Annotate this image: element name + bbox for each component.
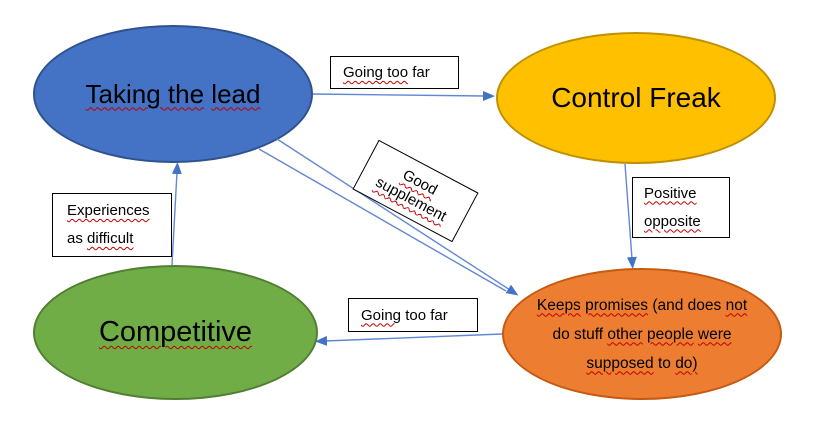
node-competitive[interactable]: Competitive <box>33 265 318 400</box>
arrow-taking-to-keeps-b[interactable] <box>258 148 507 292</box>
label-going-too-far-top[interactable]: Going too far <box>330 56 459 89</box>
node-control-freak-label: Control Freak <box>551 82 721 113</box>
arrow-control-to-keeps[interactable] <box>624 163 637 269</box>
node-competitive-label: Competitive <box>98 316 253 348</box>
node-taking-the-lead[interactable]: Taking the lead <box>33 25 313 163</box>
arrow-taking-to-control[interactable] <box>312 90 495 101</box>
arrow-competitive-to-taking[interactable] <box>171 162 182 266</box>
node-taking-the-lead-label: Taking the lead <box>85 78 261 109</box>
arrow-keeps-to-competitive[interactable] <box>315 333 503 346</box>
label-going-too-far-bottom[interactable]: Going too far <box>348 298 478 332</box>
node-control-freak[interactable]: Control Freak <box>496 32 776 164</box>
arrow-taking-to-keeps-a[interactable] <box>276 138 519 296</box>
